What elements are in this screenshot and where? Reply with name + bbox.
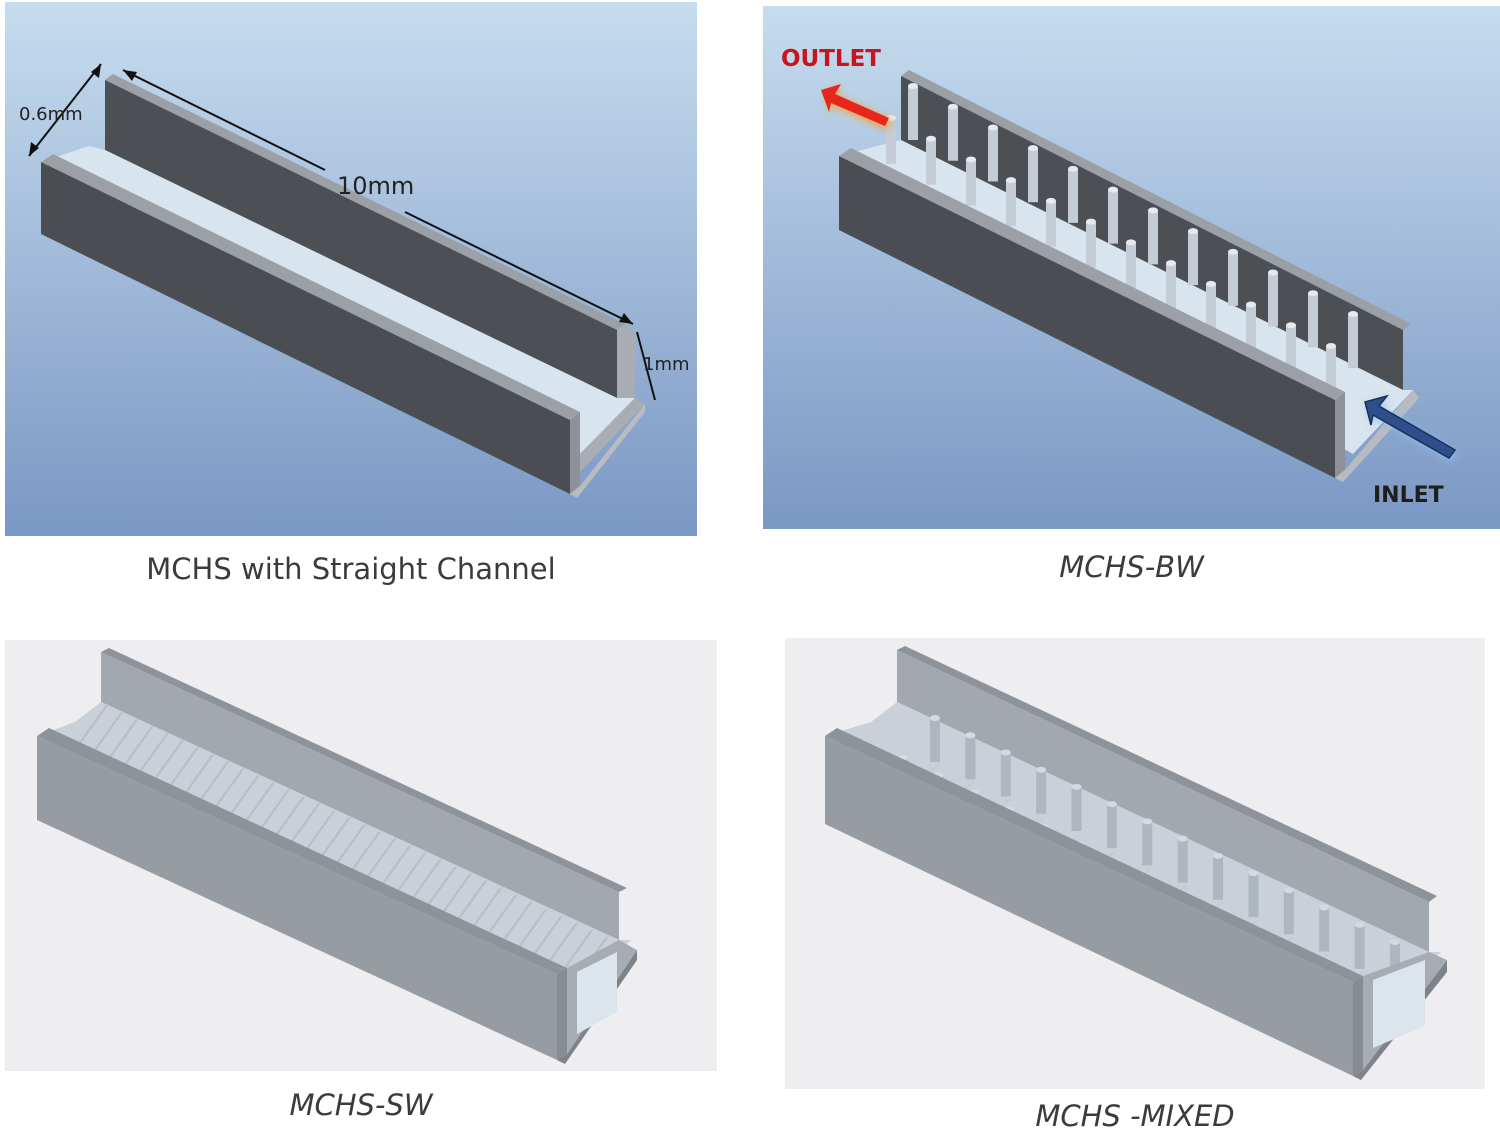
width-dimension-label: 0.6mm <box>19 104 83 125</box>
pin-fin-top <box>1228 248 1238 255</box>
pin-fin <box>1006 180 1016 227</box>
pin-fin <box>966 159 976 206</box>
mchs-sw-render <box>5 640 717 1071</box>
pin-fin <box>930 718 940 762</box>
pin-fin <box>1068 168 1078 223</box>
pin-fin-top <box>1246 301 1256 308</box>
pin-fin-top <box>1046 197 1056 204</box>
inlet-label: INLET <box>1373 483 1444 508</box>
mchs-mixed-render <box>785 638 1485 1089</box>
pin-fin <box>1390 942 1400 986</box>
pin-fin-top <box>1108 186 1118 193</box>
mchs-sw-caption: MCHS-SW <box>289 1088 433 1122</box>
pin-fin <box>1188 231 1198 286</box>
pin-fin-top <box>1086 218 1096 225</box>
pin-fin <box>1046 200 1056 247</box>
pin-fin <box>926 138 936 185</box>
pin-fin-top <box>1000 749 1011 756</box>
straight-channel-render: 0.6mm 10mm 1mm <box>5 2 697 536</box>
mchs-bw-panel: OUTLET INLET <box>763 6 1500 529</box>
pin-fin-top <box>1106 801 1117 808</box>
pin-fin <box>1177 838 1188 883</box>
mchs-mixed-panel <box>785 638 1485 1089</box>
pin-fin-top <box>1283 887 1294 894</box>
pin-fin <box>1086 221 1096 268</box>
mchs-bw-caption: MCHS-BW <box>1059 550 1204 584</box>
pin-fin <box>886 118 896 164</box>
pin-fin-top <box>1354 921 1365 928</box>
pin-fin-top <box>1390 939 1400 945</box>
length-dimension-label: 10mm <box>337 172 414 200</box>
pin-fin <box>1108 189 1118 244</box>
pin-fin-top <box>1126 239 1136 246</box>
pin-fin-top <box>1319 904 1330 911</box>
pin-fin-top <box>1071 783 1082 790</box>
pin-fin <box>1319 907 1330 952</box>
pin-fin <box>948 106 958 161</box>
pin-fin <box>1106 804 1117 849</box>
pin-fin <box>1036 769 1047 814</box>
pin-fin-top <box>1348 311 1358 317</box>
pin-fin <box>1283 890 1294 935</box>
straight-channel-caption: MCHS with Straight Channel <box>146 552 556 586</box>
pin-fin-top <box>1213 852 1224 859</box>
pin-fin-top <box>948 103 958 110</box>
pin-fin <box>1308 293 1318 348</box>
pin-fin <box>965 735 976 780</box>
pin-fin-top <box>1148 207 1158 214</box>
mchs-sw-panel <box>5 640 717 1071</box>
mchs-bw-render: OUTLET INLET <box>763 6 1500 529</box>
pin-fin <box>1148 210 1158 265</box>
pin-fin <box>1028 148 1038 203</box>
pin-fin <box>1286 325 1296 372</box>
pin-fin-top <box>988 124 998 131</box>
pin-fin-top <box>1308 290 1318 297</box>
pin-fin-top <box>1177 835 1188 842</box>
pin-fin <box>1326 346 1336 392</box>
pin-fin-top <box>966 156 976 163</box>
pin-fin <box>1126 242 1136 289</box>
pin-fin <box>1071 786 1082 831</box>
pin-fin <box>1354 924 1365 969</box>
pin-fin <box>1228 251 1238 306</box>
pin-fin <box>1206 283 1216 330</box>
pin-fin <box>1248 873 1259 918</box>
pin-fin-top <box>1206 280 1216 287</box>
pin-fin <box>1213 855 1224 900</box>
pin-fin-top <box>1286 322 1296 329</box>
bw-pin-fins <box>886 83 1358 392</box>
height-dimension-label: 1mm <box>643 354 690 375</box>
pin-fin-top <box>1188 228 1198 235</box>
pin-fin <box>1000 752 1011 797</box>
pin-fin-top <box>930 715 940 721</box>
pin-fin <box>988 127 998 182</box>
pin-fin-top <box>1036 766 1047 773</box>
pin-fin-top <box>1326 343 1336 349</box>
pin-fin-top <box>1268 269 1278 276</box>
pin-fin-top <box>1028 145 1038 152</box>
pin-fin <box>1348 314 1358 368</box>
pin-fin-top <box>1068 165 1078 172</box>
pin-fin <box>1142 821 1153 866</box>
pin-fin <box>908 86 918 140</box>
pin-fin <box>1166 263 1176 310</box>
pin-fin <box>1268 272 1278 327</box>
outlet-arrow-icon <box>821 84 889 126</box>
pin-fin-top <box>1166 260 1176 267</box>
pin-fin-top <box>1248 870 1259 877</box>
outlet-label: OUTLET <box>781 46 881 72</box>
mchs-mixed-caption: MCHS -MIXED <box>1035 1099 1235 1133</box>
inlet-arrow-icon <box>1364 394 1457 459</box>
pin-fin-top <box>908 83 918 89</box>
pin-fin-top <box>926 135 936 142</box>
straight-channel-panel: 0.6mm 10mm 1mm <box>5 2 697 536</box>
pin-fin-top <box>1006 177 1016 184</box>
pin-fin <box>1246 304 1256 351</box>
pin-fin-top <box>1142 818 1153 825</box>
pin-fin-top <box>965 732 976 739</box>
